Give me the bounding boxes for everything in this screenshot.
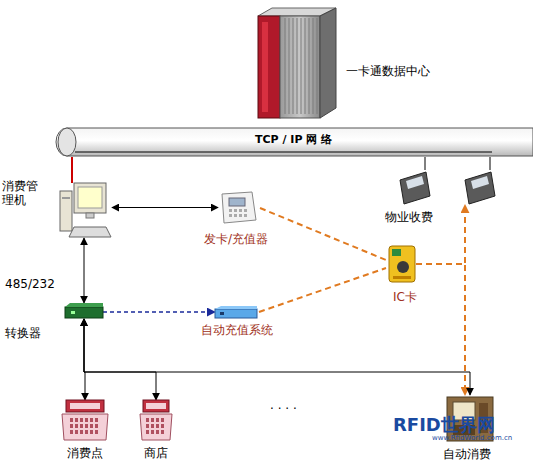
- converter-icon: [65, 303, 103, 319]
- node-label: 自动消费: [443, 447, 491, 461]
- card-issuer-icon: [218, 192, 258, 224]
- node-label: 发卡/充值器: [204, 232, 268, 246]
- connector: [71, 157, 73, 183]
- device-node: 消费管理机: [60, 183, 112, 238]
- device-node: TCP / IP 网 络: [55, 127, 533, 157]
- connector: [84, 319, 156, 400]
- device-node: 一卡通数据中心: [258, 8, 336, 120]
- node-label: TCP / IP 网 络: [255, 133, 332, 146]
- node-label: IC卡: [393, 290, 417, 304]
- connector: [260, 208, 386, 260]
- watermark-url: www.RfidWorld.com.cn: [432, 434, 512, 442]
- node-label: 物业收费: [385, 210, 433, 224]
- auto-topup-icon: [215, 306, 257, 318]
- device-node: IC卡: [388, 245, 416, 283]
- node-label: 485/232: [5, 277, 55, 291]
- device-node: 消费点: [62, 400, 108, 442]
- node-label: 转换器: [5, 326, 41, 340]
- pos-point-icon: [62, 400, 108, 442]
- connector: [103, 311, 215, 313]
- pc-icon: [60, 183, 112, 238]
- device-node: 自动充值系统: [215, 306, 257, 318]
- device-node: 商店: [140, 400, 172, 442]
- connector: [84, 319, 470, 395]
- ic-card-icon: [388, 245, 416, 283]
- connector: [259, 268, 386, 312]
- node-label: 商店: [144, 446, 168, 460]
- node-label: 消费管理机: [2, 179, 42, 208]
- node-label: 一卡通数据中心: [346, 64, 430, 78]
- connector: [84, 238, 85, 303]
- node-label: 消费点: [67, 446, 103, 460]
- connector: [416, 264, 465, 395]
- server-icon: [258, 8, 336, 120]
- connector: [112, 207, 218, 208]
- device-node: 发卡/充值器: [218, 192, 258, 224]
- ellipsis-dots: · · · ·: [270, 402, 297, 416]
- device-node: 物业收费: [398, 170, 498, 205]
- pos-terminals: [398, 170, 498, 205]
- shop-icon: [140, 400, 172, 442]
- connector: [425, 157, 490, 170]
- watermark: RFID世界网: [393, 414, 495, 436]
- device-node: 485/232转换器: [65, 303, 103, 319]
- node-label: 自动充值系统: [201, 323, 273, 337]
